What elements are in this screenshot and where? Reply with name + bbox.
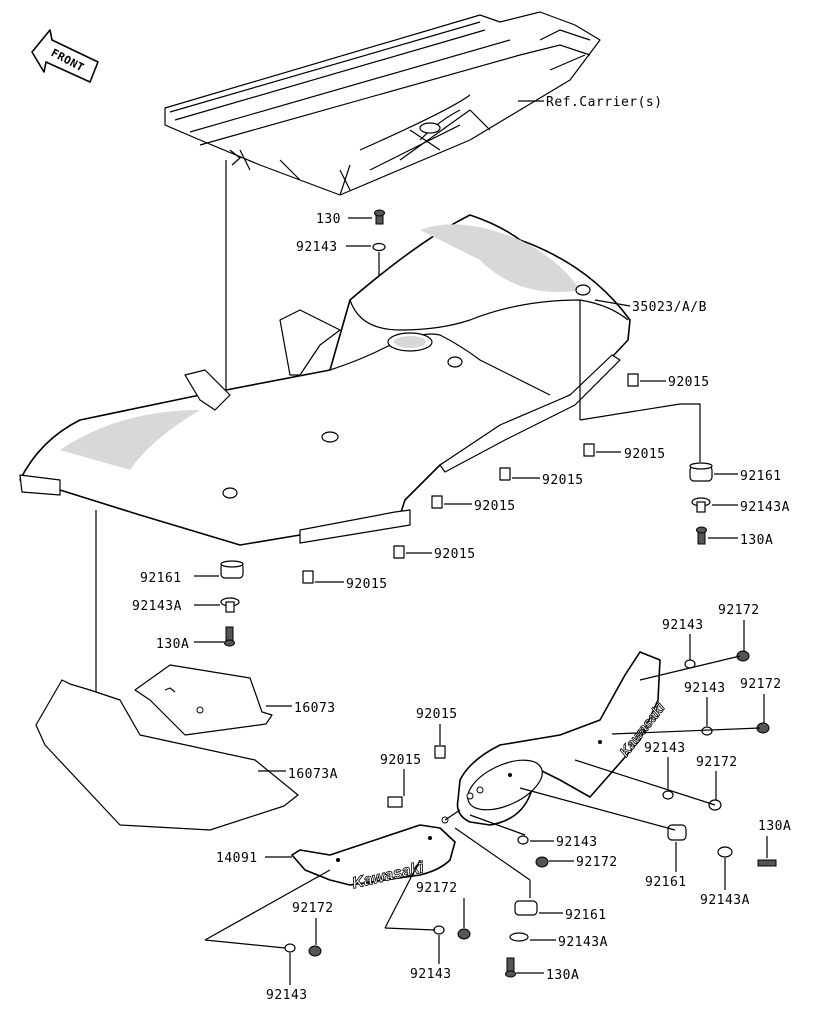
label-92015-b: 92015 — [624, 447, 666, 462]
label-130A-b: 130A — [546, 968, 579, 983]
label-92172-m: 92172 — [576, 855, 618, 870]
label-92161-m: 92161 — [645, 875, 687, 890]
hardware-bottom — [204, 859, 471, 957]
label-130A-side: 130A — [758, 819, 791, 834]
label-92172-s3: 92172 — [696, 755, 738, 770]
label-92161-left: 92161 — [140, 571, 182, 586]
label-92015-h: 92015 — [380, 753, 422, 768]
label-92143-s1: 92143 — [662, 618, 704, 633]
label-92143A-b: 92143A — [558, 935, 608, 950]
label-ref-carrier: Ref.Carrier(s) — [546, 95, 663, 110]
label-92015-g: 92015 — [416, 707, 458, 722]
carrier-rack — [164, 11, 601, 488]
label-92161-b: 92161 — [565, 908, 607, 923]
hardware-middle — [454, 814, 549, 978]
label-92143-bl: 92143 — [266, 988, 308, 1003]
label-92143-b: 92143 — [410, 967, 452, 982]
label-92015-d: 92015 — [474, 499, 516, 514]
label-92172-s2: 92172 — [740, 677, 782, 692]
label-92172-bl: 92172 — [292, 901, 334, 916]
label-130: 130 — [316, 212, 341, 227]
front-direction-arrow-icon: FRONT — [31, 29, 99, 83]
side-cover-left: Kawasaki — [291, 809, 461, 893]
clip-92015-h — [387, 796, 403, 808]
label-92015-a: 92015 — [668, 375, 710, 390]
label-92015-e: 92015 — [434, 547, 476, 562]
label-92143-m: 92143 — [556, 835, 598, 850]
label-92143-s2: 92143 — [684, 681, 726, 696]
label-92143-top: 92143 — [296, 240, 338, 255]
label-92161-right: 92161 — [740, 469, 782, 484]
label-92143-s3: 92143 — [644, 741, 686, 756]
hardware-stack-left — [220, 560, 244, 647]
label-35023: 35023/A/B — [632, 300, 707, 315]
label-92015-f: 92015 — [346, 577, 388, 592]
label-92172-s1: 92172 — [718, 603, 760, 618]
hardware-stack-right — [579, 403, 713, 545]
side-cover-right: Kawasaki — [434, 651, 669, 826]
label-130A-right: 130A — [740, 533, 773, 548]
label-92143A-m: 92143A — [700, 893, 750, 908]
mat-16073 — [134, 664, 273, 736]
label-14091: 14091 — [216, 851, 258, 866]
label-130A-left: 130A — [156, 637, 189, 652]
clip-92015-group — [302, 373, 639, 584]
label-92143A-right: 92143A — [740, 500, 790, 515]
label-16073: 16073 — [294, 701, 336, 716]
label-92143A-left: 92143A — [132, 599, 182, 614]
side-hardware-upper — [519, 650, 777, 867]
mat-16073A — [35, 679, 299, 831]
rear-fender — [19, 214, 631, 720]
label-92172-b: 92172 — [416, 881, 458, 896]
label-16073A: 16073A — [288, 767, 338, 782]
label-92015-c: 92015 — [542, 473, 584, 488]
